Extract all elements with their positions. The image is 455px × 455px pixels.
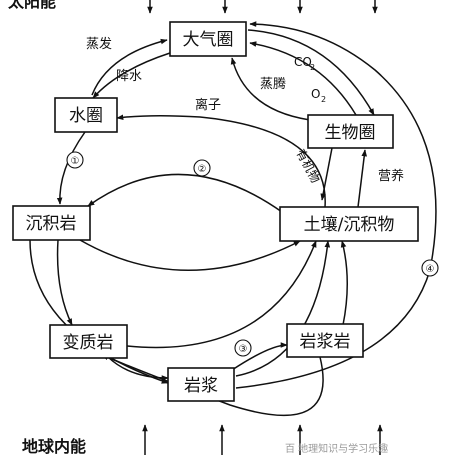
igneous-to-metamorphic-arrow (101, 354, 324, 417)
co2-label: CO 2 (294, 55, 315, 72)
svg-text:CO: CO (294, 55, 312, 69)
arrow-1 (56, 131, 86, 205)
marker-2: ② (193, 159, 211, 177)
svg-text:沉积岩: 沉积岩 (26, 214, 77, 234)
node-biosphere: 生物圈 (307, 114, 394, 149)
precipitation-arrow (92, 52, 171, 99)
metamorphic-to-magma-arrow (107, 356, 169, 381)
organic-matter-arrow (320, 147, 333, 201)
sedimentary-to-magma-arrow (29, 239, 169, 384)
igneous-to-soil-arrow (340, 240, 348, 326)
svg-text:2: 2 (321, 95, 326, 104)
transpiration-label: 蒸腾 (260, 76, 286, 92)
co2-arrow (247, 29, 375, 116)
solar-energy-label: 太阳能 (7, 0, 56, 11)
o2-label: O 2 (311, 87, 326, 104)
internal-energy-label: 地球内能 (22, 437, 86, 455)
svg-text:生物圈: 生物圈 (325, 123, 376, 143)
svg-text:土壤/沉积物: 土壤/沉积物 (304, 214, 395, 235)
svg-text:2: 2 (310, 63, 315, 72)
marker-4: ④ (421, 259, 439, 277)
precipitation-label: 降水 (116, 69, 142, 84)
evaporation-arrow (91, 38, 168, 96)
node-hydrosphere: 水圈 (54, 97, 118, 133)
svg-text:O: O (311, 87, 320, 101)
arrow-2 (87, 173, 283, 213)
svg-text:大气圈: 大气圈 (183, 30, 234, 50)
svg-text:③: ③ (239, 344, 248, 355)
svg-text:④: ④ (426, 264, 435, 275)
svg-text:①: ① (71, 156, 80, 167)
node-sedimentary-rock: 沉积岩 (12, 205, 91, 241)
marker-3: ③ (234, 339, 252, 357)
ions-arrow (116, 114, 326, 208)
node-atmosphere: 大气圈 (169, 21, 247, 57)
internal-energy-arrows (142, 424, 383, 455)
svg-text:②: ② (198, 164, 207, 175)
watermark: 百 地理知识与学习乐趣 (285, 442, 388, 455)
nutrients-label: 营养 (378, 168, 404, 184)
evaporation-label: 蒸发 (86, 36, 112, 52)
svg-text:岩浆: 岩浆 (184, 376, 218, 396)
node-igneous-rock: 岩浆岩 (286, 323, 364, 358)
marker-1: ① (66, 151, 84, 169)
sedimentary-to-metamorphic-arrow (56, 239, 73, 326)
node-soil-sediment: 土壤/沉积物 (279, 206, 419, 242)
svg-text:岩浆岩: 岩浆岩 (300, 332, 351, 352)
sedimentary-to-soil-arrow (79, 239, 301, 271)
ions-label: 离子 (195, 97, 221, 113)
magma-to-igneous-arrow (231, 342, 288, 371)
svg-text:水圈: 水圈 (69, 106, 103, 126)
nutrients-arrow (357, 149, 368, 208)
solar-arrows (147, 0, 378, 14)
transpiration-arrow (230, 57, 311, 121)
organic-matter-label: 有机物 (293, 147, 322, 185)
arrow-3 (126, 240, 317, 349)
node-magma: 岩浆 (167, 367, 235, 402)
node-metamorphic-rock: 变质岩 (49, 324, 128, 359)
svg-text:变质岩: 变质岩 (63, 333, 114, 353)
o2-arrow (249, 41, 357, 116)
